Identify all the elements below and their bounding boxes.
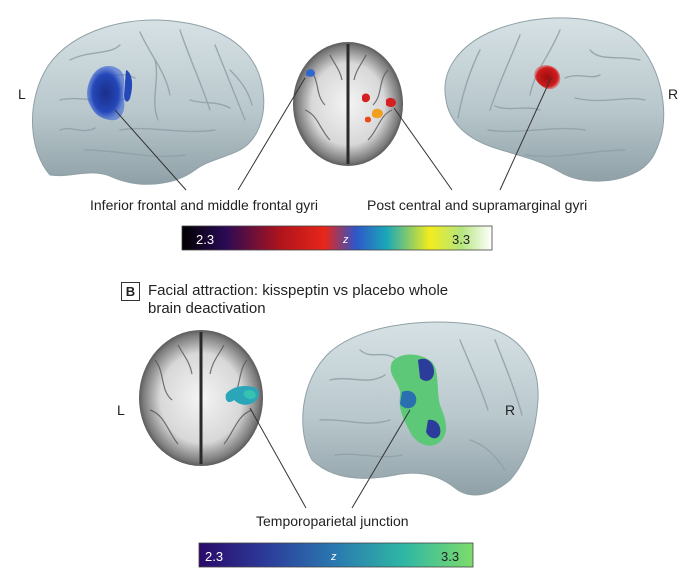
colorbar-b-max: 3.3 bbox=[441, 549, 459, 564]
leader-lines-b bbox=[249, 407, 411, 509]
right-hemisphere-surface bbox=[444, 17, 665, 182]
colorbar-a-z: z bbox=[342, 234, 349, 246]
annotation-tpj: Temporoparietal junction bbox=[256, 513, 409, 529]
right-label-b: R bbox=[505, 402, 515, 418]
axial-slice-a bbox=[293, 42, 403, 166]
left-label-a: L bbox=[18, 86, 26, 102]
left-hemisphere-surface bbox=[32, 19, 265, 185]
colorbar-a-max: 3.3 bbox=[452, 232, 470, 247]
annotation-post-central: Post central and supramarginal gyri bbox=[367, 197, 587, 213]
colorbar-a: 2.3 z 3.3 bbox=[181, 225, 493, 251]
panel-b-letter: B bbox=[121, 282, 140, 301]
annotation-inferior-frontal: Inferior frontal and middle frontal gyri bbox=[90, 197, 318, 213]
frontal-activation-cluster bbox=[87, 66, 125, 121]
right-hemisphere-surface-b bbox=[302, 321, 539, 496]
axial-slice-b bbox=[139, 330, 263, 466]
left-label-b: L bbox=[117, 402, 125, 418]
colorbar-a-min: 2.3 bbox=[196, 232, 214, 247]
parietal-activation-cluster bbox=[534, 65, 561, 90]
leader-lines-a bbox=[114, 77, 552, 191]
panel-b-heading: B Facial attraction: kisspeptin vs place… bbox=[121, 282, 468, 318]
right-label-a: R bbox=[668, 86, 678, 102]
colorbar-b-min: 2.3 bbox=[205, 549, 223, 564]
panel-b-title: Facial attraction: kisspeptin vs placebo… bbox=[148, 282, 449, 317]
colorbar-b-z: z bbox=[330, 551, 337, 563]
colorbar-b: 2.3 z 3.3 bbox=[198, 542, 474, 568]
